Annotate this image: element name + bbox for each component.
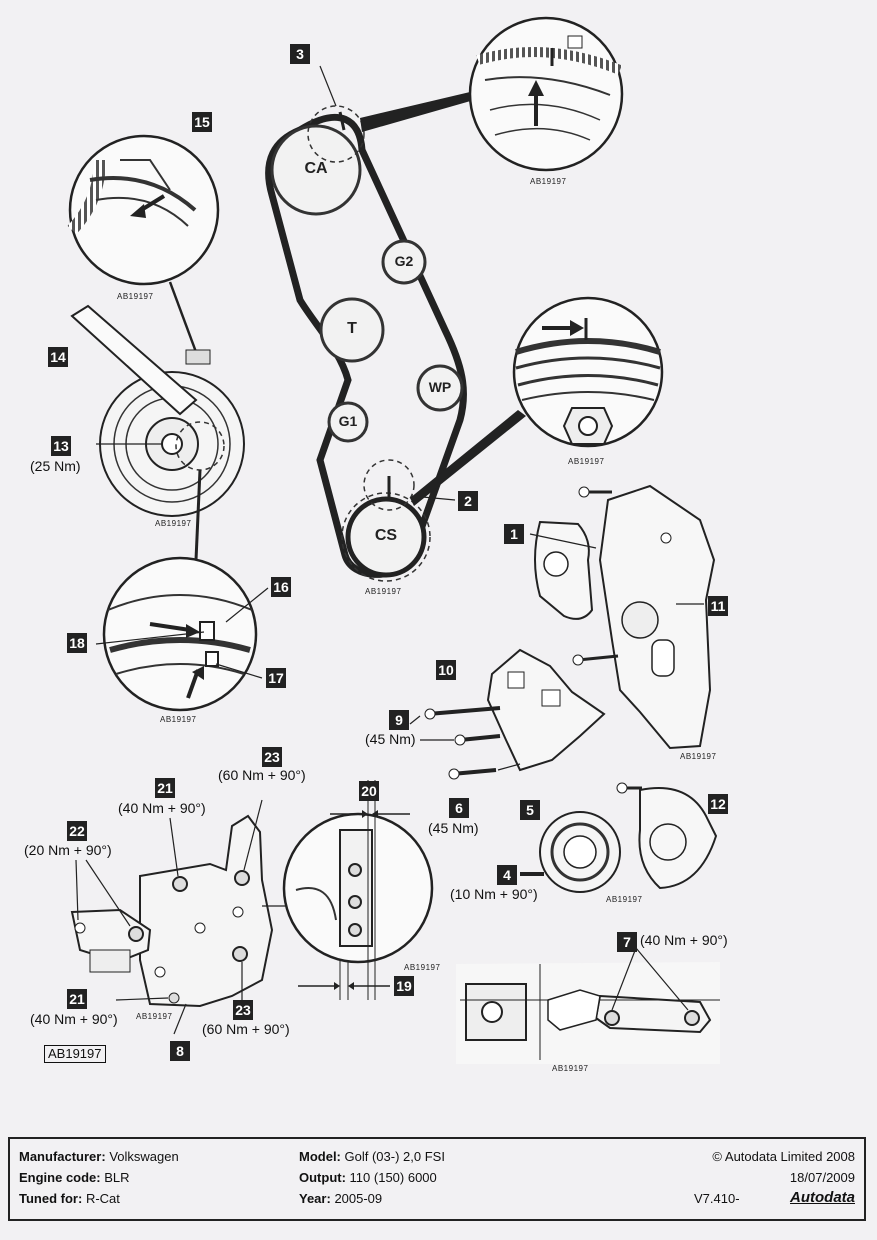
year-value: 2005-09 <box>334 1191 383 1206</box>
manufacturer-value: Volkswagen <box>109 1149 179 1164</box>
callout-1: 1 <box>504 524 524 544</box>
engine-code-value: BLR <box>104 1170 130 1185</box>
document-footer: Manufacturer: Volkswagen Engine code: BL… <box>8 1137 866 1221</box>
timing-cover-parts <box>529 484 716 750</box>
manufacturer-label: Manufacturer: <box>19 1149 106 1164</box>
output-label: Output: <box>299 1170 346 1185</box>
torque-9: (45 Nm) <box>365 731 416 747</box>
callout-16: 16 <box>271 577 291 597</box>
ref-code: AB19197 <box>404 963 441 972</box>
torque-23-bottom: (60 Nm + 90°) <box>202 1021 290 1037</box>
label-crankshaft: CS <box>374 527 398 544</box>
belt-routing <box>265 65 526 582</box>
ref-code: AB19197 <box>568 457 605 466</box>
ref-code: AB19197 <box>136 1012 173 1021</box>
callout-22: 22 <box>67 821 87 841</box>
torque-6: (45 Nm) <box>428 820 479 836</box>
torque-4: (10 Nm + 90°) <box>450 886 538 902</box>
callout-17: 17 <box>266 668 286 688</box>
callout-3: 3 <box>290 44 310 64</box>
footer-manufacturer: Manufacturer: Volkswagen <box>19 1149 179 1164</box>
callout-10: 10 <box>436 660 456 680</box>
guide-roller-1 <box>327 401 369 443</box>
output-value: 110 (150) 6000 <box>349 1170 437 1185</box>
callout-5: 5 <box>520 800 540 820</box>
callout-21-top: 21 <box>155 778 175 798</box>
camshaft-pulley <box>270 124 362 216</box>
ref-code: AB19197 <box>160 715 197 724</box>
tensioner-pulley <box>319 297 385 363</box>
callout-19: 19 <box>394 976 414 996</box>
water-pump-pulley <box>416 364 464 412</box>
footer-date: 18/07/2009 <box>789 1170 855 1185</box>
torque-21-bottom: (40 Nm + 90°) <box>30 1011 118 1027</box>
ref-code-boxed: AB19197 <box>44 1045 106 1063</box>
engine-code-label: Engine code: <box>19 1170 101 1185</box>
ref-code: AB19197 <box>155 519 192 528</box>
footer-tuned-for: Tuned for: R-Cat <box>19 1191 120 1206</box>
footer-copyright: © Autodata Limited 2008 <box>712 1149 855 1164</box>
torque-21-top: (40 Nm + 90°) <box>118 800 206 816</box>
callout-14: 14 <box>48 347 68 367</box>
engine-mount-assembly <box>70 799 296 1035</box>
callout-13: 13 <box>51 436 71 456</box>
footer-output: Output: 110 (150) 6000 <box>299 1170 437 1185</box>
ref-code: AB19197 <box>365 587 402 596</box>
footer-engine-code: Engine code: BLR <box>19 1170 130 1185</box>
tensioner-pointer-detail <box>95 556 269 712</box>
engine-support-7 <box>456 947 720 1064</box>
crankshaft-detail-ring <box>341 492 431 582</box>
camshaft-timing-detail <box>468 16 624 172</box>
camshaft-mark-zoom <box>307 105 365 163</box>
footer-version: V7.410- <box>694 1191 740 1206</box>
ref-code: AB19197 <box>117 292 154 301</box>
torque-13: (25 Nm) <box>30 458 81 474</box>
ref-code: AB19197 <box>606 895 643 904</box>
tensioner-detail-circle <box>67 134 220 353</box>
tuned-for-value: R-Cat <box>85 1191 120 1206</box>
callout-6: 6 <box>449 798 469 818</box>
tensioner-bracket-10 <box>409 648 606 780</box>
crank-mark-zoom <box>363 459 415 511</box>
label-camshaft: CA <box>304 160 328 177</box>
ref-code: AB19197 <box>680 752 717 761</box>
label-guide-roller-1: G1 <box>338 413 358 429</box>
torque-7: (40 Nm + 90°) <box>640 932 728 948</box>
callout-23-top: 23 <box>262 747 282 767</box>
callout-20: 20 <box>359 781 379 801</box>
ref-code: AB19197 <box>552 1064 589 1073</box>
callout-2: 2 <box>458 491 478 511</box>
guide-roller-2 <box>381 239 427 285</box>
callout-8: 8 <box>170 1041 190 1061</box>
callout-23-bottom: 23 <box>233 1000 253 1020</box>
footer-model: Model: Golf (03-) 2,0 FSI <box>299 1149 445 1164</box>
callout-21-bottom: 21 <box>67 989 87 1009</box>
torque-22: (20 Nm + 90°) <box>24 842 112 858</box>
crank-pulley-parts <box>520 782 718 893</box>
model-value: Golf (03-) 2,0 FSI <box>344 1149 445 1164</box>
callout-4: 4 <box>497 865 517 885</box>
label-tensioner: T <box>347 320 357 337</box>
callout-15: 15 <box>192 112 212 132</box>
callout-18: 18 <box>67 633 87 653</box>
footer-year: Year: 2005-09 <box>299 1191 382 1206</box>
tensioner-assembly <box>70 304 245 561</box>
callout-9: 9 <box>389 710 409 730</box>
tuned-for-label: Tuned for: <box>19 1191 83 1206</box>
model-label: Model: <box>299 1149 341 1164</box>
autodata-logo: Autodata <box>790 1189 855 1206</box>
crankshaft-pulley <box>345 496 427 578</box>
torque-23-top: (60 Nm + 90°) <box>218 767 306 783</box>
crankshaft-timing-detail <box>512 296 664 448</box>
callout-11: 11 <box>708 596 728 616</box>
callout-12: 12 <box>708 794 728 814</box>
ref-code: AB19197 <box>530 177 567 186</box>
label-guide-roller-2: G2 <box>394 253 414 269</box>
label-water-pump: WP <box>428 379 452 395</box>
year-label: Year: <box>299 1191 331 1206</box>
mount-alignment-detail <box>282 780 434 1000</box>
callout-7: 7 <box>617 932 637 952</box>
